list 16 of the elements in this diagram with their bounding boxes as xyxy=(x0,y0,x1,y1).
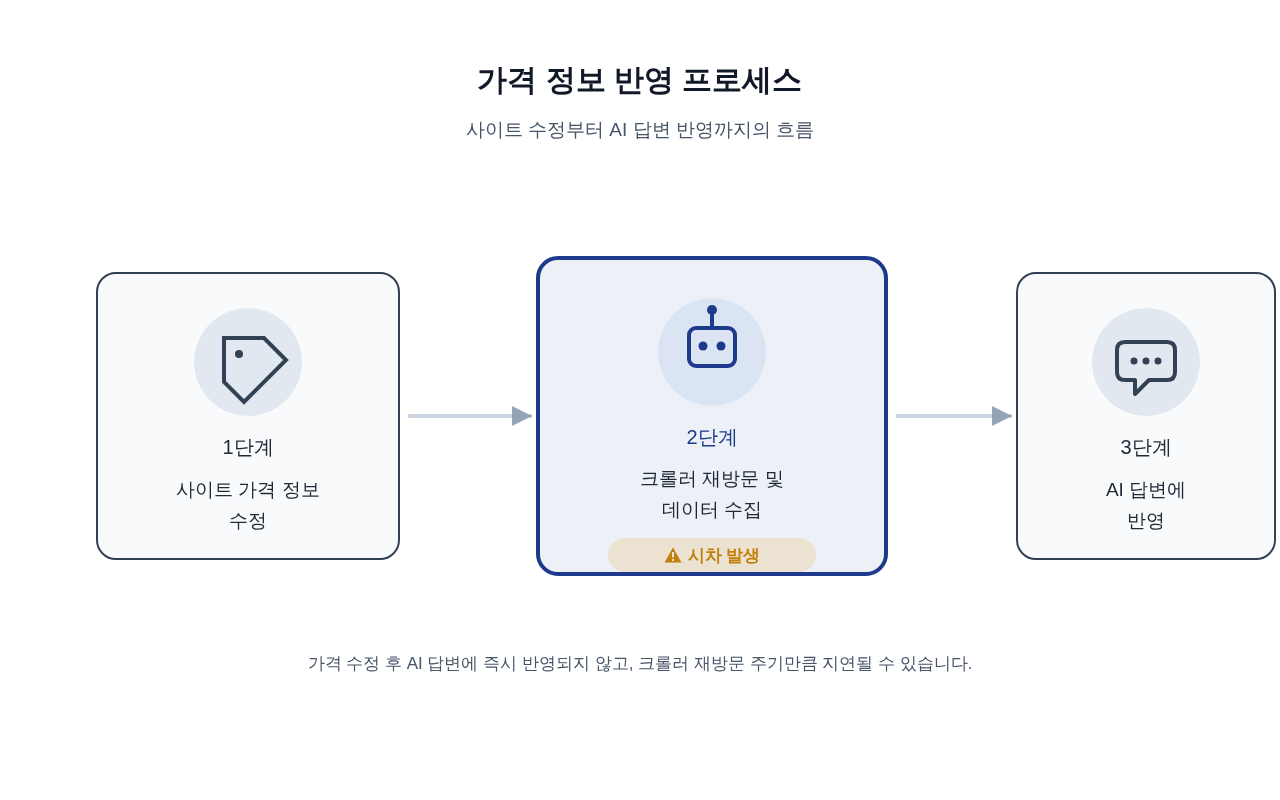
step-description: AI 답변에 반영 xyxy=(1104,478,1188,533)
step-description: 크롤러 재방문 및 데이터 수집 xyxy=(639,467,785,522)
step-card xyxy=(96,272,400,560)
step-number: 2단계 xyxy=(686,426,738,448)
arrow xyxy=(896,406,1012,426)
step-number: 1단계 xyxy=(222,436,274,458)
badge-text: 시차 발생 xyxy=(687,544,761,567)
title: 가격 정보 반영 프로세스 xyxy=(477,62,803,98)
arrow xyxy=(408,406,532,426)
subtitle: 사이트 수정부터 AI 답변 반영까지의 흐름 xyxy=(465,118,815,142)
step-card xyxy=(1016,272,1276,560)
caption: 가격 수정 후 AI 답변에 즉시 반영되지 않고, 크롤러 재방문 주기만큼 지연될 수 있습니다. xyxy=(307,653,973,675)
step-number: 3단계 xyxy=(1120,436,1172,458)
highlighted-step-card xyxy=(536,256,888,576)
step-description: 사이트 가격 정보 수정 xyxy=(175,478,321,533)
warning-badge xyxy=(608,538,816,572)
